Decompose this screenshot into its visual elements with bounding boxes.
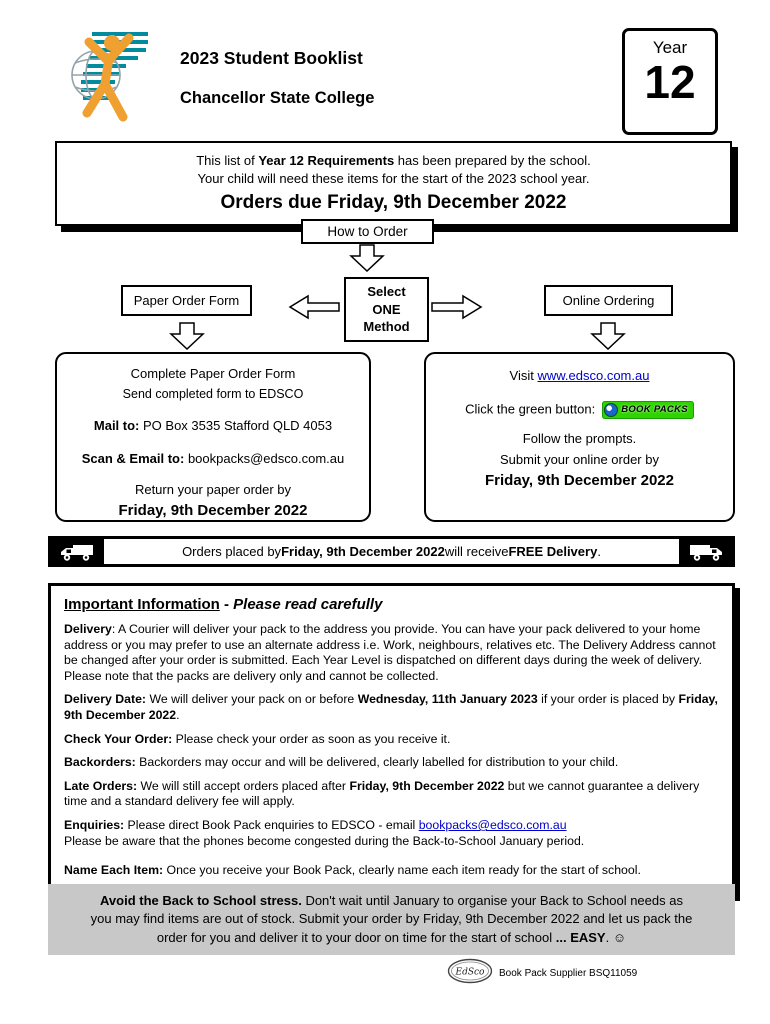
- important-heading-main: Important Information: [64, 596, 220, 613]
- paragraph-enquiries: Enquiries: Please direct Book Pack enqui…: [64, 818, 585, 848]
- paragraph-check-your-order: Check Your Order: Please check your orde…: [64, 731, 451, 746]
- supplier-text: Book Pack Supplier BSQ11059: [499, 968, 638, 979]
- paper-order-form-option: Paper Order Form: [121, 285, 252, 316]
- free-delivery-message: Orders placed by Friday, 9th December 20…: [104, 539, 679, 564]
- free-delivery-banner: Orders placed by Friday, 9th December 20…: [48, 536, 735, 567]
- edsco-oval-logo-icon: EdSco: [447, 958, 493, 989]
- online-order-detail-box: Visit www.edsco.com.au Click the green b…: [424, 352, 735, 522]
- paragraph-delivery-date: Delivery Date: We will deliver your pack…: [64, 692, 718, 723]
- right-arrow-icon: [431, 294, 483, 320]
- online-deadline: Friday, 9th December 2022: [485, 471, 674, 489]
- document-title: 2023 Student Booklist: [180, 48, 363, 68]
- important-heading-separator: -: [219, 596, 234, 613]
- select-one-method-box: Select ONE Method: [344, 277, 429, 342]
- select-line-3: Method: [363, 319, 410, 335]
- edsco-figure-logo-icon: [60, 26, 158, 128]
- paper-detail-heading: Complete Paper Order Form: [130, 366, 296, 381]
- paragraph-name-each-item: Name Each Item: Once you receive your Bo…: [64, 863, 641, 878]
- down-arrow-icon: [590, 322, 626, 351]
- bookpacks-email-link[interactable]: bookpacks@edsco.com.au: [418, 818, 567, 833]
- scan-email-line: Scan & Email to: bookpacks@edsco.com.au: [81, 451, 345, 467]
- paragraph-backorders: Backorders: Backorders may occur and wil…: [64, 755, 619, 770]
- follow-prompts-line: Follow the prompts.: [522, 430, 637, 446]
- year-label: Year: [652, 38, 688, 57]
- visit-line: Visit www.edsco.com.au: [509, 368, 650, 383]
- how-to-order-label: How to Order: [301, 219, 434, 244]
- paragraph-delivery: Delivery: A Courier will deliver your pa…: [64, 622, 716, 683]
- down-arrow-icon: [169, 322, 205, 351]
- important-information-heading: Important Information - Please read care…: [64, 596, 719, 613]
- down-arrow-icon: [349, 244, 385, 273]
- important-heading-subtitle: Please read carefully: [233, 596, 383, 613]
- online-ordering-option: Online Ordering: [544, 285, 673, 316]
- delivery-truck-icon: [689, 541, 725, 563]
- book-packs-globe-icon: [604, 402, 619, 417]
- document-titles: 2023 Student Booklist Chancellor State C…: [180, 48, 374, 108]
- paper-detail-subheading: Send completed form to EDSCO: [122, 386, 304, 401]
- edsco-logo-text: EdSco: [455, 968, 486, 978]
- return-by-line: Return your paper order by: [134, 481, 292, 497]
- requirements-notice-box: This list of Year 12 Requirements has be…: [55, 141, 732, 227]
- notice-line-2: Your child will need these items for the…: [197, 171, 590, 187]
- mail-to-line: Mail to: PO Box 3535 Stafford QLD 4053: [93, 418, 333, 434]
- delivery-truck-icon: [58, 541, 94, 563]
- click-button-label: Click the green button:: [465, 401, 596, 417]
- submit-order-line: Submit your online order by: [500, 451, 659, 467]
- edsco-website-link[interactable]: www.edsco.com.au: [537, 368, 650, 383]
- select-line-1: Select: [367, 284, 406, 299]
- year-level-badge: Year 12: [622, 28, 718, 135]
- paper-deadline: Friday, 9th December 2022: [118, 501, 308, 519]
- supplier-footer: EdSco Book Pack Supplier BSQ11059: [447, 958, 637, 989]
- left-arrow-icon: [288, 294, 340, 320]
- select-line-2: ONE: [372, 301, 401, 317]
- book-packs-button[interactable]: BOOK PACKS: [602, 400, 694, 419]
- important-information-box: Important Information - Please read care…: [48, 583, 735, 896]
- book-packs-button-label: BOOK PACKS: [621, 403, 688, 415]
- click-button-line: Click the green button: BOOK PACKS: [426, 400, 733, 419]
- orders-due-heading: Orders due Friday, 9th December 2022: [220, 192, 567, 214]
- year-number: 12: [644, 56, 696, 108]
- notice-line-1: This list of Year 12 Requirements has be…: [196, 153, 591, 168]
- avoid-stress-box: Avoid the Back to School stress. Don't w…: [48, 884, 735, 956]
- paper-order-detail-box: Complete Paper Order Form Send completed…: [55, 352, 371, 522]
- paragraph-late-orders: Late Orders: We will still accept orders…: [64, 778, 700, 809]
- school-name: Chancellor State College: [180, 89, 375, 107]
